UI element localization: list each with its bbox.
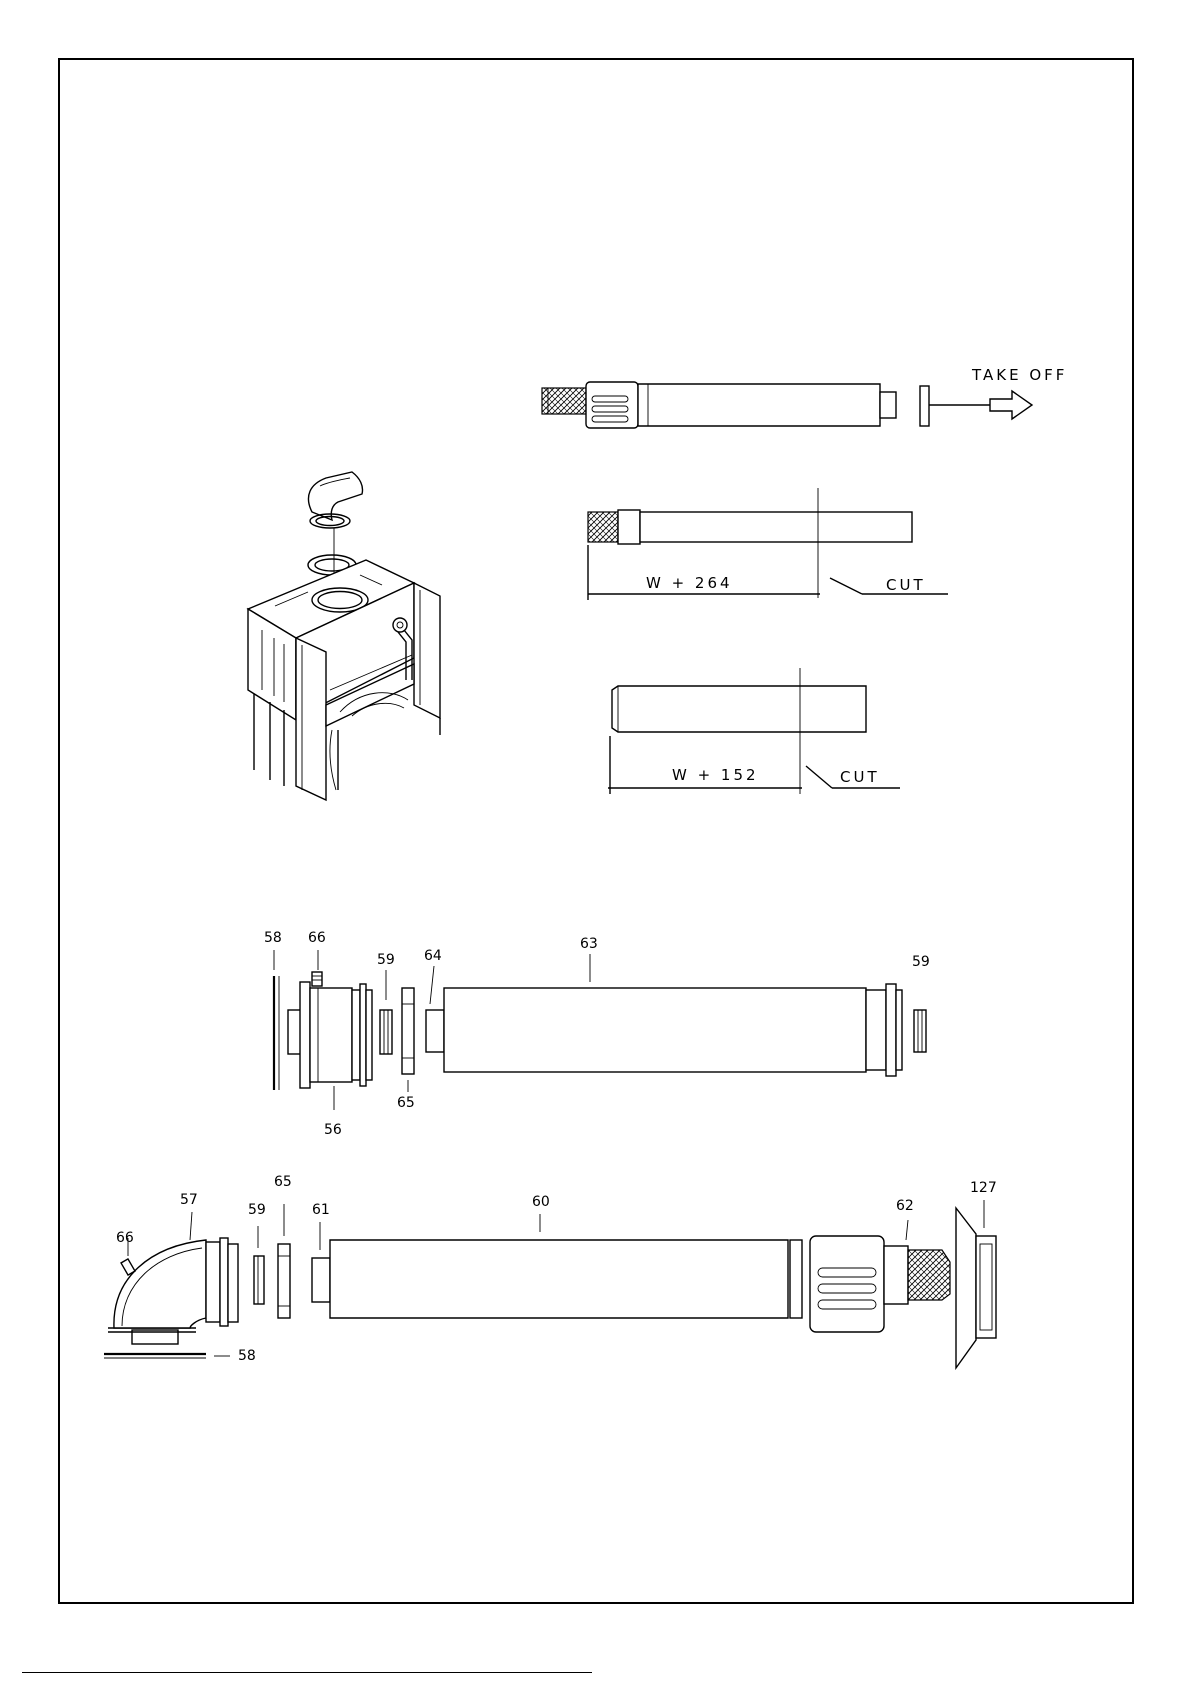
part-label-56: 56 bbox=[324, 1122, 342, 1138]
exploded-view-horizontal-kit bbox=[104, 1200, 996, 1368]
dimension-w-152: W + 152 bbox=[672, 766, 759, 784]
part-label-63: 63 bbox=[580, 936, 598, 952]
terminal-take-off-figure: TAKE OFF bbox=[542, 366, 1067, 428]
cut-label-2: CUT bbox=[840, 768, 880, 786]
dimension-w-264: W + 264 bbox=[646, 574, 733, 592]
boiler-isometric-figure bbox=[248, 472, 440, 800]
part-label-59-bot: 59 bbox=[248, 1202, 266, 1218]
part-label-66-bot: 66 bbox=[116, 1230, 134, 1246]
part-label-66-top: 66 bbox=[308, 930, 326, 946]
part-label-57: 57 bbox=[180, 1192, 198, 1208]
part-label-58-bot: 58 bbox=[238, 1348, 256, 1364]
part-label-58-top: 58 bbox=[264, 930, 282, 946]
part-label-61: 61 bbox=[312, 1202, 330, 1218]
outer-pipe-cut-figure: W + 264 CUT bbox=[588, 488, 948, 600]
part-label-59-top-b: 59 bbox=[912, 954, 930, 970]
part-label-59-top-a: 59 bbox=[377, 952, 395, 968]
take-off-text: TAKE OFF bbox=[971, 366, 1067, 384]
part-label-64: 64 bbox=[424, 948, 442, 964]
cut-label-1: CUT bbox=[886, 576, 926, 594]
inner-pipe-cut-figure: W + 152 CUT bbox=[608, 668, 900, 794]
part-label-127: 127 bbox=[970, 1180, 997, 1196]
part-label-65-top: 65 bbox=[397, 1095, 415, 1111]
exploded-view-vertical-kit bbox=[274, 950, 926, 1110]
part-label-65-bot: 65 bbox=[274, 1174, 292, 1190]
part-label-60: 60 bbox=[532, 1194, 550, 1210]
part-label-62: 62 bbox=[896, 1198, 914, 1214]
